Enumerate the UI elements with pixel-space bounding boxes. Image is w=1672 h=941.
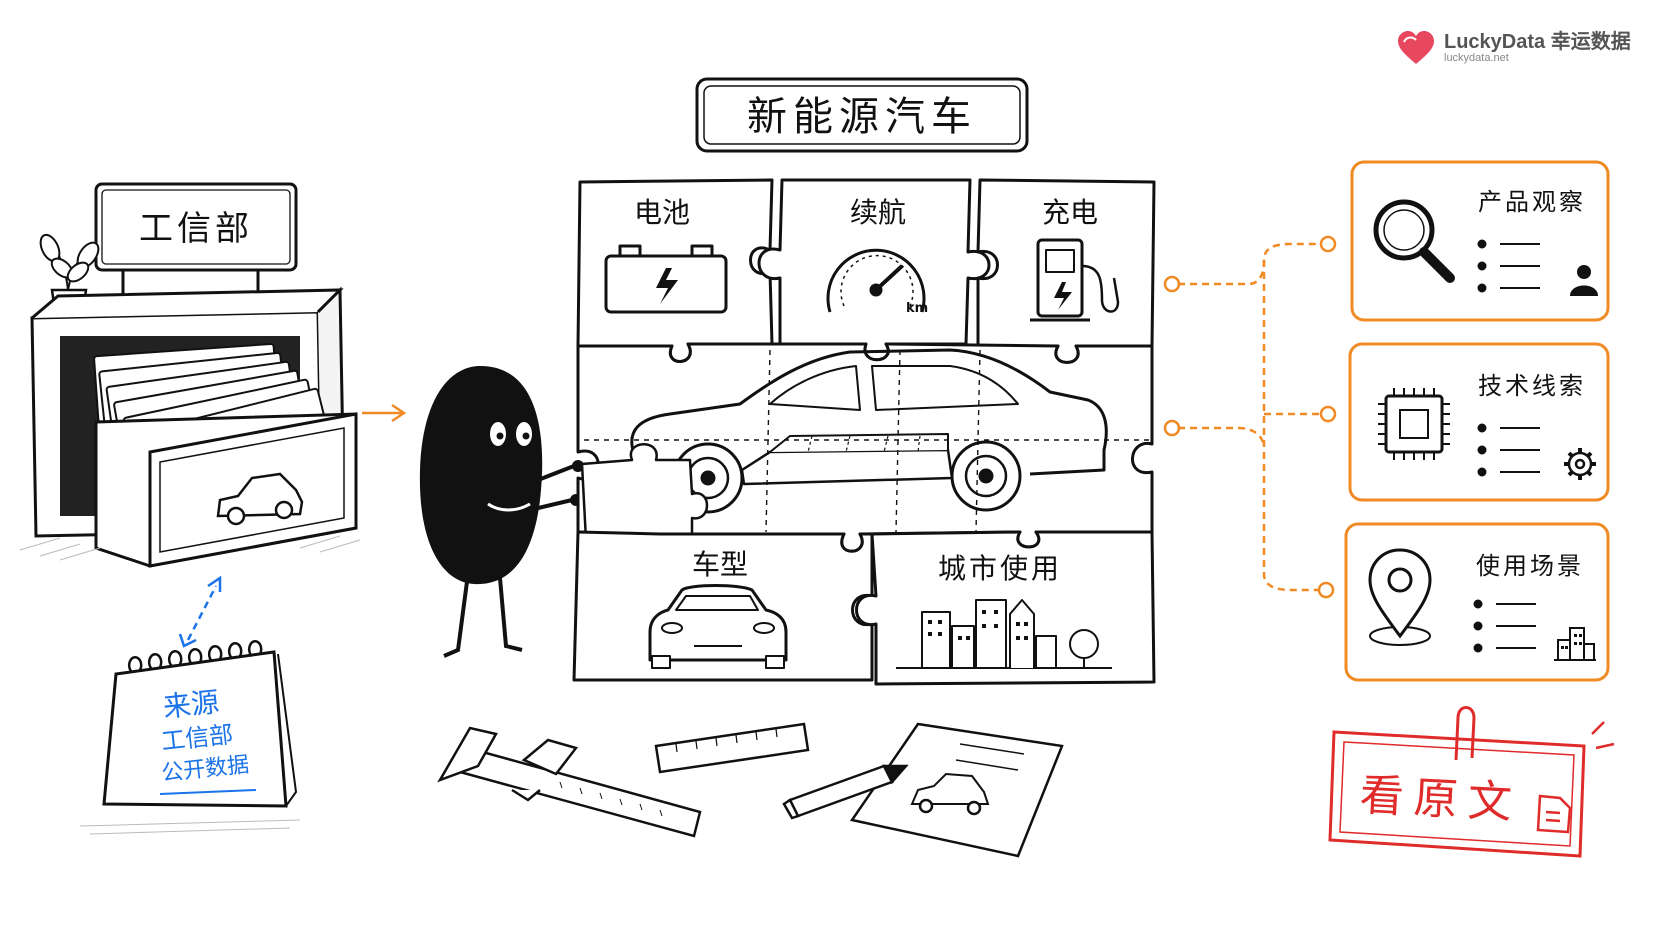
person-icon bbox=[1570, 265, 1598, 296]
brand-name: LuckyData 幸运数据 bbox=[1444, 30, 1631, 53]
building-icon bbox=[1554, 627, 1596, 661]
chip-icon bbox=[1378, 388, 1450, 460]
puzzle-piece-charging: 充电 bbox=[976, 178, 1156, 364]
card-label-tech: 技术线索 bbox=[1478, 372, 1586, 400]
connector-nodes bbox=[1163, 235, 1337, 599]
brand-logo[interactable]: LuckyData 幸运数据 luckydata.net bbox=[1396, 30, 1631, 66]
car-front-icon bbox=[648, 584, 788, 669]
card-label-product: 产品观察 bbox=[1478, 188, 1586, 216]
svg-text:充电: 充电 bbox=[1042, 196, 1098, 229]
bullet-list-icon bbox=[1473, 599, 1536, 653]
source-link-arrow-icon bbox=[178, 575, 222, 648]
paper-sketch-icon bbox=[849, 722, 1064, 858]
magnifier-icon bbox=[1373, 199, 1455, 283]
battery-icon bbox=[604, 244, 728, 314]
stamp-label[interactable]: 看原文 bbox=[1359, 770, 1523, 829]
insight-card-tech: 技术线索 bbox=[1348, 342, 1610, 502]
svg-text:续航: 续航 bbox=[850, 196, 906, 229]
page-title: 新能源汽车 bbox=[747, 94, 977, 140]
range-unit: km bbox=[906, 301, 928, 316]
puzzle-piece-battery: 电池 bbox=[576, 178, 774, 363]
ruler-icon bbox=[654, 722, 810, 774]
svg-text:电池: 电池 bbox=[634, 196, 690, 229]
character-figure bbox=[419, 365, 584, 658]
gear-icon bbox=[1564, 448, 1596, 480]
puzzle-piece-city: 城市使用 bbox=[855, 530, 1156, 686]
paperclip-icon bbox=[1454, 706, 1476, 761]
view-original-stamp[interactable]: 看原文 bbox=[1328, 706, 1615, 858]
caliper-icon bbox=[437, 726, 702, 838]
brand-url: luckydata.net bbox=[1444, 51, 1509, 64]
pencil-icon bbox=[782, 764, 909, 820]
flow-arrow-icon bbox=[362, 403, 407, 423]
spark-lines-icon bbox=[1591, 721, 1615, 750]
puzzle-piece-loose bbox=[580, 443, 709, 542]
speedometer-icon bbox=[826, 248, 926, 313]
card-label-scenario: 使用场景 bbox=[1476, 552, 1584, 580]
document-icon bbox=[1536, 794, 1572, 834]
charging-station-icon bbox=[1030, 238, 1120, 322]
insight-card-scenario: 使用场景 bbox=[1344, 522, 1610, 682]
svg-text:城市使用: 城市使用 bbox=[938, 552, 1062, 585]
puzzle-piece-range: 续航 km bbox=[757, 178, 991, 362]
connector-lines bbox=[1178, 242, 1322, 592]
puzzle-board: 电池 续航 km 充电 bbox=[572, 178, 1156, 686]
svg-text:车型: 车型 bbox=[692, 548, 748, 581]
battery-pack-icon bbox=[740, 433, 954, 486]
heart-logo-icon bbox=[1398, 31, 1434, 64]
puzzle-piece-model: 车型 bbox=[572, 530, 874, 682]
file-cabinet: 工信部 bbox=[19, 182, 361, 568]
bullet-list-icon bbox=[1477, 239, 1540, 293]
source-calendar: 来源 工信部 公开数据 bbox=[79, 639, 301, 835]
bullet-list-icon bbox=[1477, 423, 1540, 477]
city-skyline-icon bbox=[896, 599, 1112, 669]
calendar-line-source: 来源 bbox=[161, 685, 220, 724]
insight-card-product: 产品观察 bbox=[1350, 160, 1610, 322]
location-pin-icon bbox=[1368, 548, 1432, 646]
title-panel: 新能源汽车 bbox=[695, 77, 1029, 153]
cabinet-sign-label: 工信部 bbox=[139, 209, 253, 249]
car-outline-icon bbox=[216, 472, 304, 526]
